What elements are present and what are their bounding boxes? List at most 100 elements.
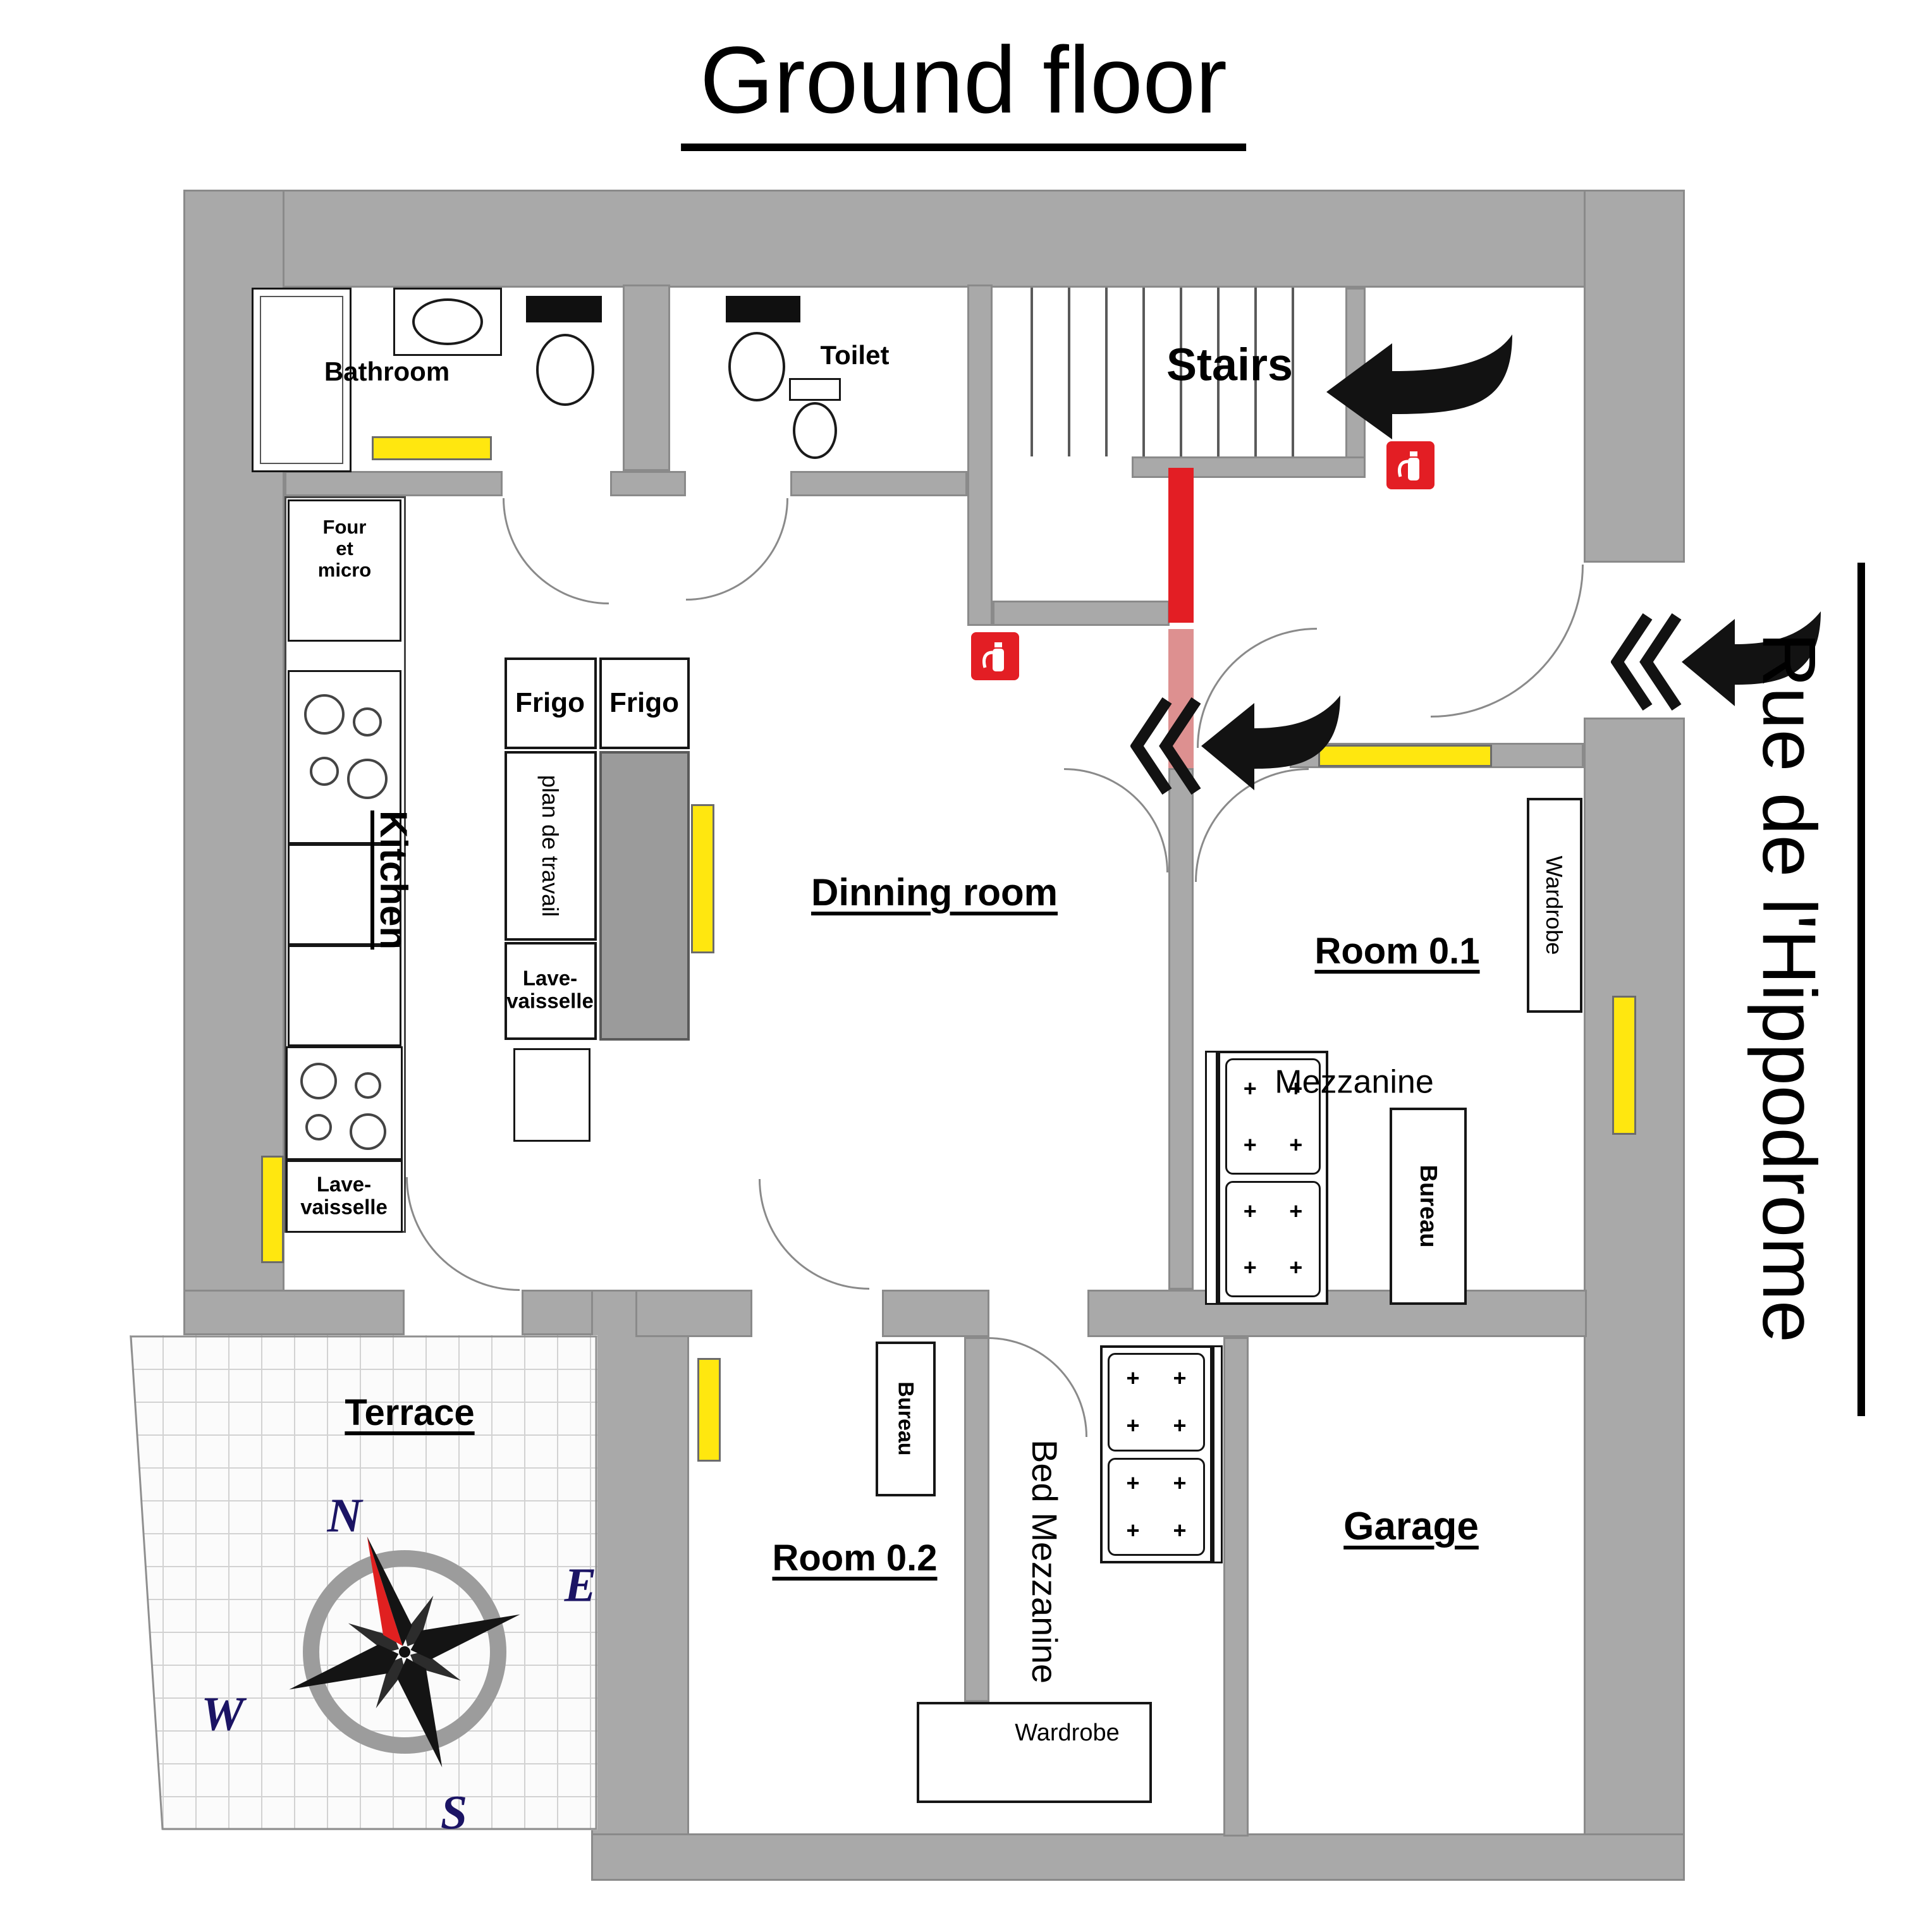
- cooktop-upper-burners-icon: [304, 694, 388, 799]
- kitchen-label: Kitchen: [372, 810, 415, 950]
- wardrobe-bedmezzanine-box: [917, 1702, 1152, 1803]
- wardrobe-room01-label: Wardrobe: [1541, 855, 1567, 955]
- bureau-room02-label: Bureau: [893, 1381, 918, 1456]
- bathroom-towel-radiator: [526, 296, 602, 322]
- kitchen-cabinet-2: [288, 945, 401, 1046]
- wall-dining-bottom-c: [1087, 1290, 1587, 1337]
- compass-north-label: N: [327, 1489, 362, 1543]
- radiator-kitchen-wall: [261, 1156, 284, 1263]
- kitchen-cabinet-1: [288, 844, 401, 945]
- radiator-right-wall: [1612, 996, 1636, 1135]
- wall-stairs-handrail: [1132, 456, 1366, 478]
- radiator-room02: [697, 1358, 721, 1462]
- wall-bathroom-bottom-c: [790, 471, 967, 496]
- radiator-room01-top: [1318, 745, 1492, 767]
- door-arc-terrace: [406, 1177, 520, 1291]
- bed-mezzanine-rail: [1213, 1345, 1223, 1563]
- wall-top: [183, 190, 1685, 288]
- toilet-tank: [789, 378, 841, 401]
- double-chevron-left-icon: [1130, 697, 1172, 795]
- mezzanine-bed-rail: [1205, 1051, 1218, 1305]
- island-small-unit: [513, 1048, 590, 1142]
- island-counter: [599, 751, 690, 1041]
- wall-under-stairs: [993, 601, 1170, 626]
- fridge-left-box: [505, 657, 597, 749]
- wall-toilet-stairs-divider: [967, 284, 993, 626]
- oven-microwave: [288, 499, 401, 642]
- wardrobe-room01-box: [1527, 798, 1582, 1013]
- double-chevron-left-icon: [1611, 613, 1653, 711]
- terrace-label: Terrace: [345, 1392, 475, 1434]
- dishwasher-island-label: Lave- vaisselle: [506, 966, 594, 1013]
- wardrobe-bedmezzanine-label: Wardrobe: [1015, 1720, 1120, 1747]
- entrance-arrow-icon: [1611, 611, 1821, 711]
- door-arc-bedmezzanine: [988, 1337, 1087, 1437]
- fire-extinguisher-icon: [971, 632, 1019, 680]
- bed-mezzanine-label: Bed Mezzanine: [1024, 1439, 1065, 1684]
- dishwasher-wall-label: Lave- vaisselle: [300, 1172, 388, 1219]
- wall-bathroom-toilet-divider: [623, 284, 670, 471]
- bed-cushion: [1225, 1058, 1321, 1175]
- wall-bottom-left-a: [183, 1290, 405, 1335]
- wall-bottom: [591, 1833, 1685, 1881]
- dining-room-label: Dinning room: [811, 871, 1058, 914]
- bureau-room01-box: [1390, 1108, 1467, 1305]
- terrace-outline: [130, 1335, 597, 1830]
- entrance-arrow-icon: [1326, 334, 1512, 439]
- bed-cushion: [1108, 1457, 1205, 1556]
- stairs-label: Stairs: [1166, 339, 1294, 391]
- worktop-label: plan de travail: [537, 774, 563, 917]
- wall-dining-bottom-a: [635, 1290, 752, 1337]
- dishwasher-wall-box: [286, 1160, 403, 1233]
- toilet-towel-radiator: [726, 296, 800, 322]
- bed-cushion: [1108, 1353, 1205, 1452]
- door-arc-dining-room02: [759, 1179, 869, 1290]
- wall-bathroom-bottom-a: [284, 471, 503, 496]
- wall-bedmezzanine-garage-divider: [1223, 1337, 1249, 1837]
- wall-dining-bottom-b: [882, 1290, 989, 1337]
- toilet-bowl: [793, 402, 837, 459]
- street-name-underline: [1857, 563, 1865, 1416]
- wall-bathroom-bottom-b: [610, 471, 686, 496]
- fridge-right-label: Frigo: [609, 687, 679, 718]
- door-arc-toilet: [686, 498, 788, 601]
- radiator-bathroom: [372, 436, 492, 460]
- bathroom-label: Bathroom: [324, 356, 450, 386]
- stair-treads-icon: [1031, 288, 1325, 456]
- cooktop-lower-burners-icon: [300, 1063, 386, 1150]
- fire-extinguisher-icon: [1386, 441, 1435, 489]
- door-arc-entrance: [1431, 565, 1584, 718]
- fridge-right-box: [599, 657, 690, 749]
- compass-south-label: S: [440, 1786, 468, 1840]
- compass-east-label: E: [564, 1558, 597, 1612]
- toilet-label: Toilet: [820, 339, 890, 370]
- fire-wall-red: [1168, 468, 1194, 623]
- oven-microwave-label: Four et micro: [317, 515, 372, 582]
- entrance-arrow-icon: [1130, 695, 1340, 795]
- compass-west-label: W: [201, 1687, 244, 1741]
- bed-mezzanine-bed: [1100, 1345, 1213, 1563]
- wall-right-upper: [1584, 190, 1685, 563]
- bureau-room02-box: [876, 1342, 936, 1496]
- wall-lower-block-left: [591, 1290, 689, 1881]
- bed-cushion: [1225, 1181, 1321, 1297]
- fridge-left-label: Frigo: [515, 687, 585, 718]
- worktop-box: [505, 751, 597, 941]
- compass-rose-icon: [289, 1536, 520, 1768]
- bureau-room01-label: Bureau: [1414, 1165, 1441, 1248]
- cooktop-upper: [288, 670, 401, 844]
- page-title: Ground floor: [681, 25, 1246, 151]
- wall-dining-room01-divider: [1168, 768, 1194, 1290]
- shower: [252, 288, 352, 472]
- terrace-tiles: [130, 1335, 597, 1830]
- room02-label: Room 0.2: [772, 1538, 938, 1579]
- door-arc-bathroom: [503, 498, 609, 604]
- wall-room02-bedmezzanine-divider: [964, 1337, 989, 1702]
- dishwasher-island-box: [505, 942, 597, 1040]
- garage-label: Garage: [1343, 1504, 1479, 1548]
- mezzanine-bed: [1218, 1051, 1328, 1305]
- toilet-sink-basin: [728, 332, 785, 401]
- shower-inner-line: [260, 296, 343, 464]
- bathroom-toilet-bowl: [536, 334, 594, 406]
- bathroom-sink-basin: [412, 298, 483, 345]
